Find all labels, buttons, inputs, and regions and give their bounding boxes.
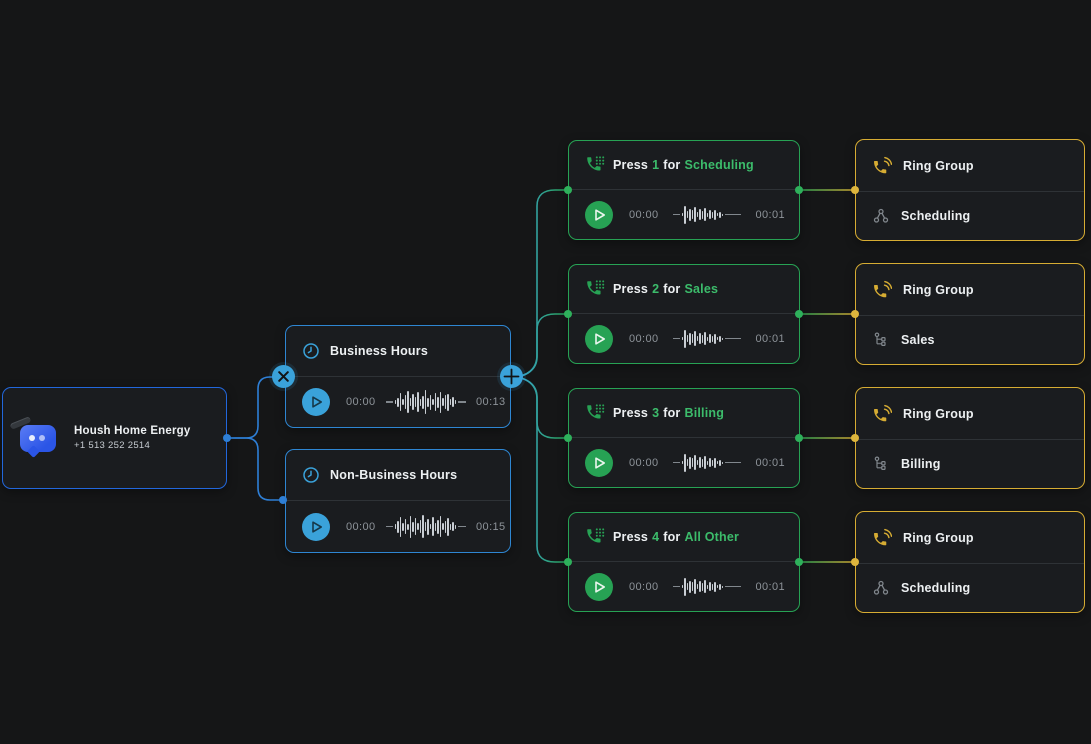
add-branch-button[interactable]: [500, 365, 523, 388]
play-button[interactable]: [302, 512, 330, 541]
org-group-icon: [873, 208, 889, 223]
root-branch-links: [227, 376, 284, 501]
dialpad-phone-icon: [587, 280, 605, 295]
ringing-phone-icon: [874, 528, 892, 545]
audio-waveform: [386, 512, 467, 542]
yellow-connection-dots: [851, 186, 859, 566]
node-title: Ring Group: [903, 282, 974, 297]
clock-icon: [303, 467, 319, 483]
phone-number-value: +1 513 252 2514: [74, 440, 151, 451]
ring-group-links: [799, 189, 855, 563]
tree-branch-icon: [874, 332, 886, 346]
dialpad-phone-icon: [587, 528, 605, 543]
play-icon: [312, 396, 322, 408]
remove-branch-button[interactable]: [272, 365, 295, 388]
plus-icon: [503, 368, 520, 385]
play-icon: [595, 332, 605, 345]
ring-group-target: Sales: [901, 333, 935, 347]
audio-waveform: [669, 448, 746, 478]
audio-waveform: [669, 324, 746, 354]
duration-time: 00:13: [476, 396, 506, 408]
duration-time: 00:01: [755, 332, 785, 345]
phone-number-node[interactable]: Housh Home Energy +1 513 252 2514: [2, 387, 227, 489]
phone-number-title: Housh Home Energy: [74, 425, 191, 437]
ring-group-node-scheduling[interactable]: Ring Group Scheduling: [855, 139, 1085, 241]
ringing-phone-icon: [874, 404, 892, 421]
dialpad-phone-icon: [587, 156, 605, 171]
elapsed-time: 00:00: [629, 580, 659, 593]
play-button[interactable]: [585, 572, 613, 601]
play-button[interactable]: [585, 200, 613, 229]
tree-branch-icon: [874, 456, 886, 470]
audio-waveform: [669, 572, 746, 602]
elapsed-time: 00:00: [346, 520, 376, 533]
duration-time: 00:01: [755, 208, 785, 221]
ring-group-target: Scheduling: [901, 209, 971, 223]
green-connection-dots: [564, 186, 803, 566]
org-group-icon: [873, 580, 889, 595]
elapsed-time: 00:00: [629, 208, 659, 221]
ring-group-node-sales[interactable]: Ring Group Sales: [855, 263, 1085, 365]
duration-time: 00:15: [476, 520, 506, 533]
duration-time: 00:01: [755, 580, 785, 593]
business-hours-node[interactable]: Business Hours 00:00 00:13: [285, 325, 511, 428]
elapsed-time: 00:00: [629, 332, 659, 345]
audio-waveform: [669, 200, 746, 230]
app-logo-icon: [9, 415, 56, 458]
ring-group-node-billing[interactable]: Ring Group Billing: [855, 387, 1085, 489]
blue-connection-dots: [223, 434, 287, 504]
play-icon: [595, 580, 605, 593]
play-button[interactable]: [585, 324, 613, 353]
play-icon: [312, 520, 322, 533]
clock-icon: [303, 343, 319, 359]
ring-group-target: Scheduling: [901, 581, 971, 595]
duration-time: 00:01: [755, 456, 785, 469]
elapsed-time: 00:00: [346, 396, 376, 408]
node-title: Ring Group: [903, 406, 974, 421]
non-business-hours-node[interactable]: Non-Business Hours 00:00 00:15: [285, 449, 511, 553]
close-icon: [278, 371, 289, 382]
elapsed-time: 00:00: [629, 456, 659, 469]
ring-group-node-scheduling-2[interactable]: Ring Group Scheduling: [855, 511, 1085, 613]
audio-waveform: [386, 387, 467, 417]
play-button[interactable]: [302, 388, 330, 416]
play-icon: [595, 208, 605, 221]
node-title: Non-Business Hours: [330, 468, 458, 482]
ring-group-target: Billing: [901, 457, 941, 471]
play-icon: [595, 456, 605, 469]
ringing-phone-icon: [874, 280, 892, 297]
play-button[interactable]: [585, 448, 613, 477]
dialpad-phone-icon: [587, 404, 605, 419]
node-title: Ring Group: [903, 530, 974, 545]
ringing-phone-icon: [874, 156, 892, 173]
node-title: Business Hours: [330, 344, 428, 358]
node-title: Ring Group: [903, 158, 974, 173]
